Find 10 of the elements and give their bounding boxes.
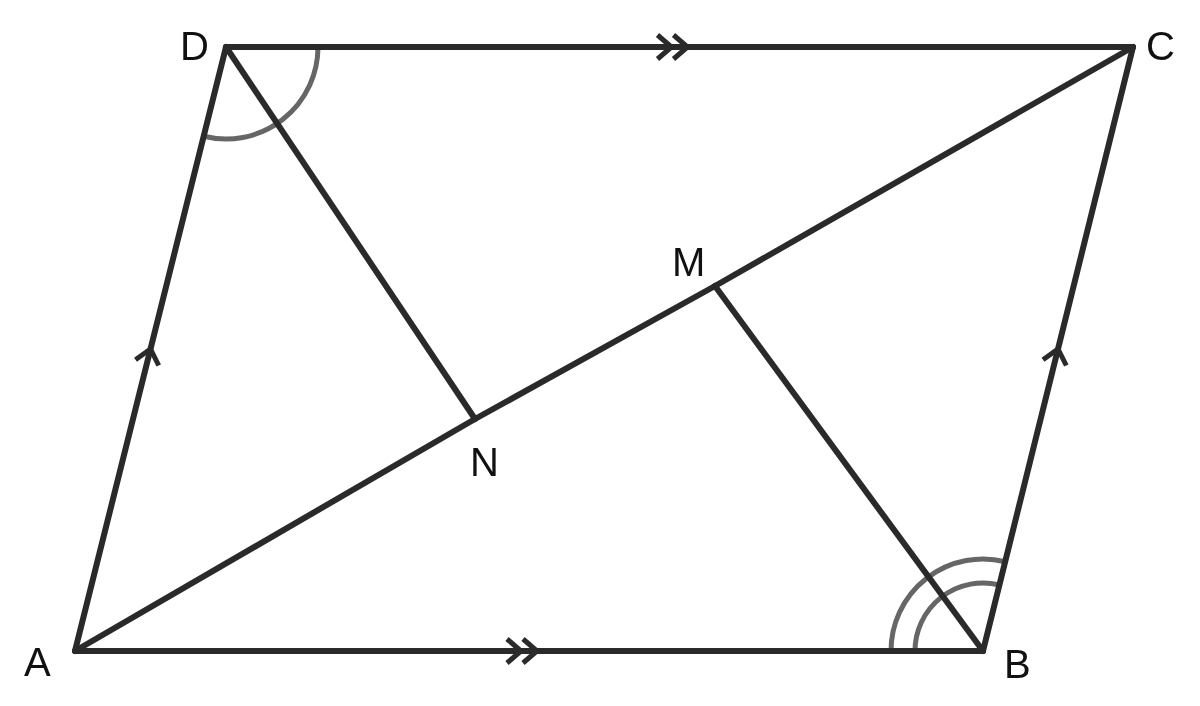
point-label: B <box>1004 642 1031 686</box>
line-segment <box>712 44 1136 289</box>
line-segment <box>712 283 986 654</box>
point-label: C <box>1146 24 1175 68</box>
point-label: N <box>470 440 499 484</box>
point-label: D <box>180 24 209 68</box>
point-label: A <box>24 640 51 684</box>
line-segment <box>223 44 478 422</box>
line-segment <box>72 416 478 654</box>
point-label: M <box>672 240 706 284</box>
